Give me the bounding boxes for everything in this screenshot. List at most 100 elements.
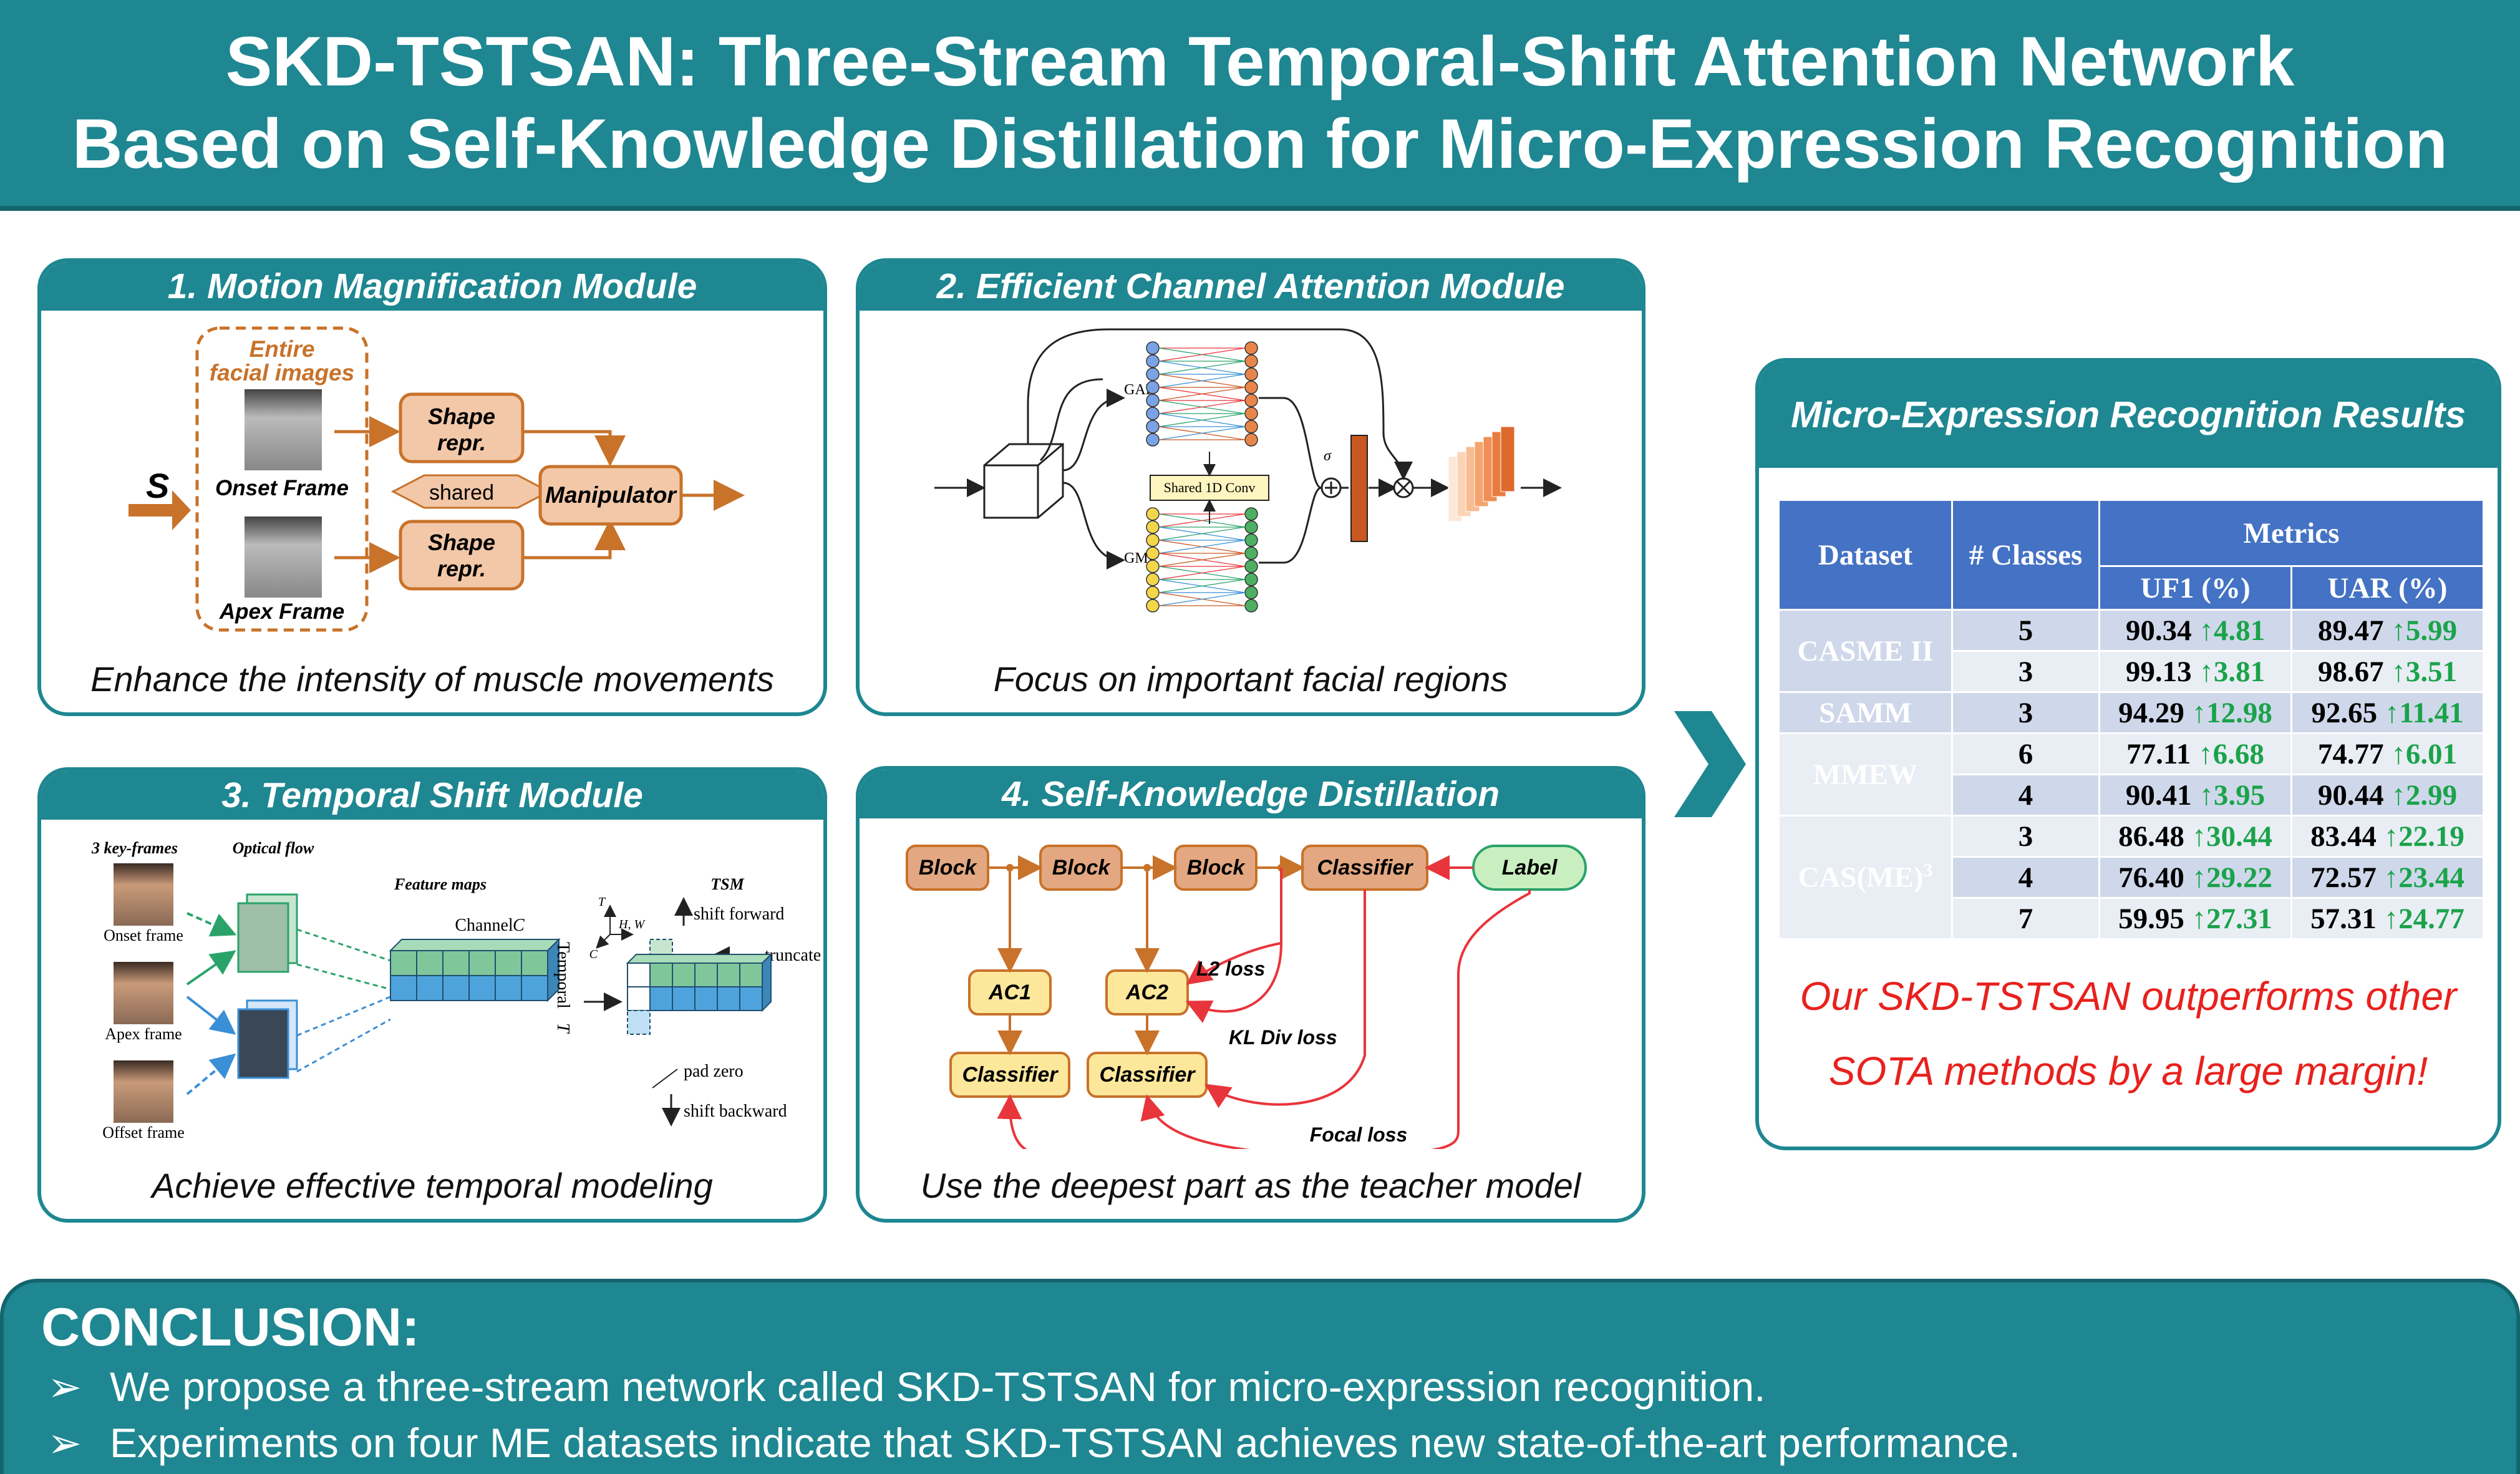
cell-classes: 4 (1951, 773, 2100, 817)
conclusion-bar: CONCLUSION: ➢We propose a three-stream n… (0, 1279, 2520, 1474)
claim-line-1: Our SKD-TSTSAN outperforms other (1800, 974, 2457, 1019)
cell-dataset: SAMM (1778, 691, 1953, 734)
panel-heading: 4. Self-Knowledge Distillation (860, 770, 1642, 818)
cell-dataset: CASME II (1778, 609, 1953, 693)
entire-label: Entire (250, 336, 315, 362)
gmp-out-column (1244, 507, 1258, 613)
onset-frame-label: Onset Frame (215, 476, 349, 500)
apex-frame-label: Apex Frame (219, 599, 344, 624)
cell-dataset: MMEW (1778, 732, 1953, 817)
axis-c-label: C (589, 948, 598, 961)
cell-classes: 3 (1951, 815, 2100, 858)
cell-classes: 3 (1951, 650, 2100, 693)
cell-uar: 92.65 ↑11.41 (2290, 691, 2484, 734)
manipulator-label: Manipulator (545, 482, 677, 508)
bullet-arrow-icon: ➢ (47, 1420, 82, 1466)
axis-t-label: T (598, 895, 606, 909)
kl-div-loss-label: KL Div loss (1229, 1026, 1337, 1049)
axis-hw-label: H, W (618, 918, 646, 931)
svg-text:Label: Label (1502, 856, 1558, 880)
svg-text:repr.: repr. (437, 556, 486, 581)
offset-face-image (114, 1060, 173, 1123)
cell-uf1: 86.48 ↑30.44 (2098, 815, 2292, 858)
input-arrow (128, 490, 191, 530)
output-feature-stack (1448, 426, 1515, 522)
svg-text:Classifier: Classifier (962, 1063, 1059, 1087)
temporal-label: Temporal (553, 942, 573, 1009)
panel-caption: Achieve effective temporal modeling (152, 1166, 713, 1205)
panel-self-distillation: 4. Self-Knowledge Distillation Block Blo… (856, 766, 1645, 1223)
gap-out-column (1244, 341, 1258, 447)
temporal-t-label: T (553, 1023, 573, 1034)
apex-face-image (114, 962, 173, 1024)
panel-heading: 2. Efficient Channel Attention Module (860, 262, 1642, 311)
title-banner: SKD-TSTSAN: Three-Stream Temporal-Shift … (0, 0, 2520, 211)
facial-images-label: facial images (210, 360, 354, 385)
cell-uf1: 94.29 ↑12.98 (2098, 691, 2292, 734)
title-line-2: Based on Self-Knowledge Distillation for… (72, 105, 2448, 183)
svg-text:Block: Block (919, 856, 978, 880)
gap-channel-column (1146, 341, 1160, 447)
optical-flow-label: Optical flow (233, 839, 314, 857)
panel-caption: Use the deepest part as the teacher mode… (920, 1166, 1581, 1205)
panel-channel-attention: 2. Efficient Channel Attention Module GA… (856, 258, 1645, 716)
cell-classes: 4 (1951, 856, 2100, 899)
header-classes: # Classes (1951, 499, 2100, 611)
cell-uf1: 77.11 ↑6.68 (2098, 732, 2292, 775)
svg-text:Classifier: Classifier (1099, 1063, 1196, 1087)
cell-uf1: 76.40 ↑29.22 (2098, 856, 2292, 899)
conclusion-item: ➢Experiments on four ME datasets indicat… (41, 1415, 2479, 1471)
cell-classes: 3 (1951, 691, 2100, 734)
cell-classes: 7 (1951, 897, 2100, 940)
onset-frame-label: Onset frame (104, 926, 183, 944)
shared-conv-label: Shared 1D Conv (1164, 480, 1256, 495)
cell-uar: 98.67 ↑3.51 (2290, 650, 2484, 693)
svg-text:Shape: Shape (428, 404, 495, 429)
cell-uar: 89.47 ↑5.99 (2290, 609, 2484, 652)
claim-line-2: SOTA methods by a large margin! (1828, 1049, 2428, 1093)
focal-loss-label: Focal loss (1310, 1123, 1408, 1146)
shape-repr-box-bottom (399, 520, 525, 591)
shape-repr-box-top (399, 392, 525, 463)
cell-uf1: 90.34 ↑4.81 (2098, 609, 2292, 652)
tsm-shifted-grid (626, 939, 773, 1035)
results-table-wrap: Dataset # Classes Metrics UF1 (%) UAR (%… (1778, 499, 2484, 940)
l2-loss-label: L2 loss (1196, 958, 1265, 980)
sigma-label: σ (1324, 448, 1332, 464)
attention-weights (1350, 435, 1368, 542)
apex-face-image (245, 516, 322, 598)
channel-c-label: C (513, 916, 525, 935)
header-metrics: Metrics (2098, 499, 2484, 567)
cell-uf1: 99.13 ↑3.81 (2098, 650, 2292, 693)
chevron-right-icon (1674, 711, 1746, 817)
svg-text:Classifier: Classifier (1317, 856, 1413, 880)
conclusion-item: ➢We propose a three-stream network calle… (41, 1359, 2479, 1415)
shared-label: shared (429, 481, 494, 505)
truncate-label: truncate (765, 946, 821, 965)
cell-uf1: 59.95 ↑27.31 (2098, 897, 2292, 940)
cell-uar: 72.57 ↑23.44 (2290, 856, 2484, 899)
gmp-channel-column (1146, 507, 1160, 613)
motion-magnification-diagram: S Entire facial images Onset Frame Apex … (128, 326, 745, 632)
apex-frame-label: Apex frame (105, 1025, 182, 1043)
input-s-label: S (146, 466, 169, 505)
title-line-1: SKD-TSTSAN: Three-Stream Temporal-Shift … (225, 22, 2295, 100)
cell-classes: 6 (1951, 732, 2100, 775)
results-heading: Micro-Expression Recognition Results (1759, 362, 2498, 468)
panel-results: Micro-Expression Recognition Results Dat… (1755, 358, 2501, 1150)
bullet-arrow-icon: ➢ (47, 1364, 82, 1410)
svg-text:Shape: Shape (428, 530, 495, 555)
conclusion-heading: CONCLUSION: (41, 1297, 420, 1357)
cell-classes: 5 (1951, 609, 2100, 652)
svg-text:repr.: repr. (437, 430, 486, 455)
offset-frame-label: Offset frame (102, 1123, 185, 1142)
cell-uar: 57.31 ↑24.77 (2290, 897, 2484, 940)
temporal-shift-diagram: 3 key-frames Optical flow Onset frame Ap… (91, 839, 821, 1142)
